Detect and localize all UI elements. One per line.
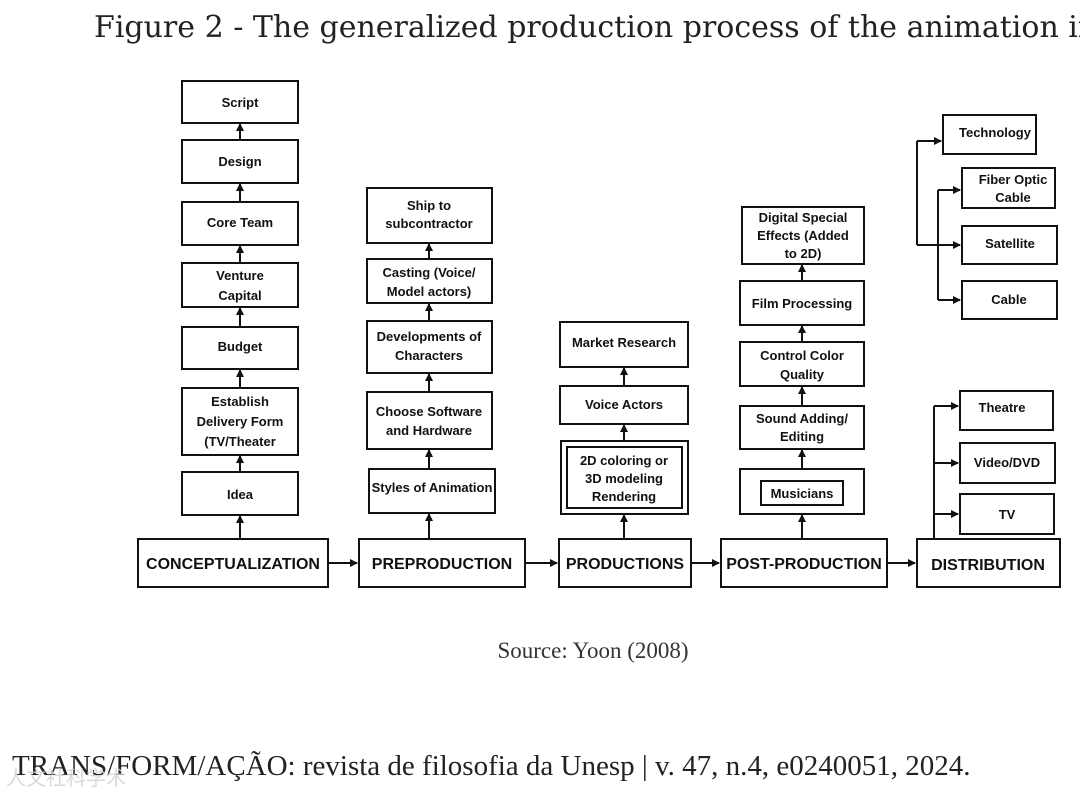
channel-tv: TV [959,493,1055,535]
step-control-color-quality: Control Color Quality [739,341,865,387]
step-market-research: Market Research [559,321,689,368]
svg-text:Sound Adding/: Sound Adding/ [756,411,848,426]
step-musicians: Musicians [739,468,865,515]
svg-text:Budget: Budget [218,339,263,354]
svg-text:Model actors): Model actors) [387,284,472,299]
svg-text:Voice Actors: Voice Actors [585,397,663,412]
step-developments-of-characters: Developments of Characters [366,320,493,374]
svg-text:Digital Special: Digital Special [759,210,848,225]
svg-text:PRODUCTIONS: PRODUCTIONS [566,556,685,573]
svg-text:Choose Software: Choose Software [376,404,482,419]
svg-text:Script: Script [222,95,260,110]
step-venture-capital: Venture Capital [181,262,299,308]
svg-text:DISTRIBUTION: DISTRIBUTION [931,557,1045,574]
technology-cable: Cable [961,280,1058,320]
step-core-team: Core Team [181,201,299,246]
svg-text:Satellite: Satellite [985,236,1035,251]
svg-text:Effects (Added: Effects (Added [757,228,849,243]
svg-text:Control Color: Control Color [760,348,844,363]
step-sound-adding-editing: Sound Adding/ Editing [739,405,865,450]
svg-text:POST-PRODUCTION: POST-PRODUCTION [726,556,882,573]
svg-text:Capital: Capital [218,288,261,303]
svg-text:Quality: Quality [780,367,825,382]
stage-preproduction: PREPRODUCTION [358,538,526,588]
svg-text:CONCEPTUALIZATION: CONCEPTUALIZATION [146,556,320,573]
svg-text:Editing: Editing [780,429,824,444]
journal-footer: TRANS/FORM/AÇÃO: revista de filosofia da… [12,750,971,782]
channel-theatre: Theatre [959,390,1054,431]
technology-box: Technology [942,114,1037,155]
channel-video-dvd: Video/DVD [959,442,1056,484]
step-design: Design [181,139,299,184]
svg-text:Idea: Idea [227,487,254,502]
svg-text:Core Team: Core Team [207,215,273,230]
svg-text:Cable: Cable [995,190,1030,205]
svg-text:Video/DVD: Video/DVD [974,455,1040,470]
stage-distribution: DISTRIBUTION [916,538,1061,588]
svg-text:3D modeling: 3D modeling [585,471,663,486]
stage-post-production: POST-PRODUCTION [720,538,888,588]
step-voice-actors: Voice Actors [559,385,689,425]
technology-satellite: Satellite [961,225,1058,265]
connectors [236,123,961,567]
step-ship-to-subcontractor: Ship to subcontractor [366,187,493,244]
svg-text:Developments of: Developments of [377,329,482,344]
svg-text:Venture: Venture [216,268,264,283]
svg-text:Design: Design [218,154,261,169]
step-budget: Budget [181,326,299,370]
step-2d-3d-rendering: 2D coloring or 3D modeling Rendering [560,440,689,515]
svg-text:Market Research: Market Research [572,335,676,350]
svg-text:Ship to: Ship to [407,198,451,213]
svg-text:Characters: Characters [395,348,463,363]
step-idea: Idea [181,471,299,516]
svg-text:Styles of Animation: Styles of Animation [372,480,493,495]
watermark: 人文社科学术 [6,766,126,790]
svg-text:Musicians: Musicians [771,486,834,501]
figure-source: Source: Yoon (2008) [497,638,689,663]
svg-text:Rendering: Rendering [592,489,656,504]
svg-text:PREPRODUCTION: PREPRODUCTION [372,556,512,573]
step-digital-special-effects: Digital Special Effects (Added to 2D) [741,206,865,265]
svg-text:and Hardware: and Hardware [386,423,472,438]
step-choose-software-hardware: Choose Software and Hardware [366,391,493,450]
svg-text:Delivery Form: Delivery Form [197,414,284,429]
svg-text:Theatre: Theatre [979,400,1026,415]
step-establish-delivery-form: Establish Delivery Form (TV/Theater [181,387,299,456]
svg-text:Fiber Optic: Fiber Optic [979,172,1048,187]
step-casting: Casting (Voice/ Model actors) [366,258,493,304]
svg-text:Casting (Voice/: Casting (Voice/ [383,265,476,280]
svg-text:Cable: Cable [991,292,1026,307]
svg-text:(TV/Theater: (TV/Theater [204,434,276,449]
svg-text:Establish: Establish [211,394,269,409]
svg-text:Technology: Technology [959,125,1032,140]
stage-productions: PRODUCTIONS [558,538,692,588]
step-film-processing: Film Processing [739,280,865,326]
step-script: Script [181,80,299,124]
svg-text:subcontractor: subcontractor [385,216,472,231]
svg-text:TV: TV [999,507,1016,522]
stage-conceptualization: CONCEPTUALIZATION [137,538,329,588]
step-styles-of-animation: Styles of Animation [368,468,496,514]
technology-fiber-optic-cable: Fiber Optic Cable [961,167,1056,209]
svg-text:Film Processing: Film Processing [752,296,852,311]
svg-text:2D coloring or: 2D coloring or [580,453,668,468]
svg-text:to 2D): to 2D) [785,246,822,261]
figure-caption: Figure 2 - The generalized production pr… [94,10,1080,45]
